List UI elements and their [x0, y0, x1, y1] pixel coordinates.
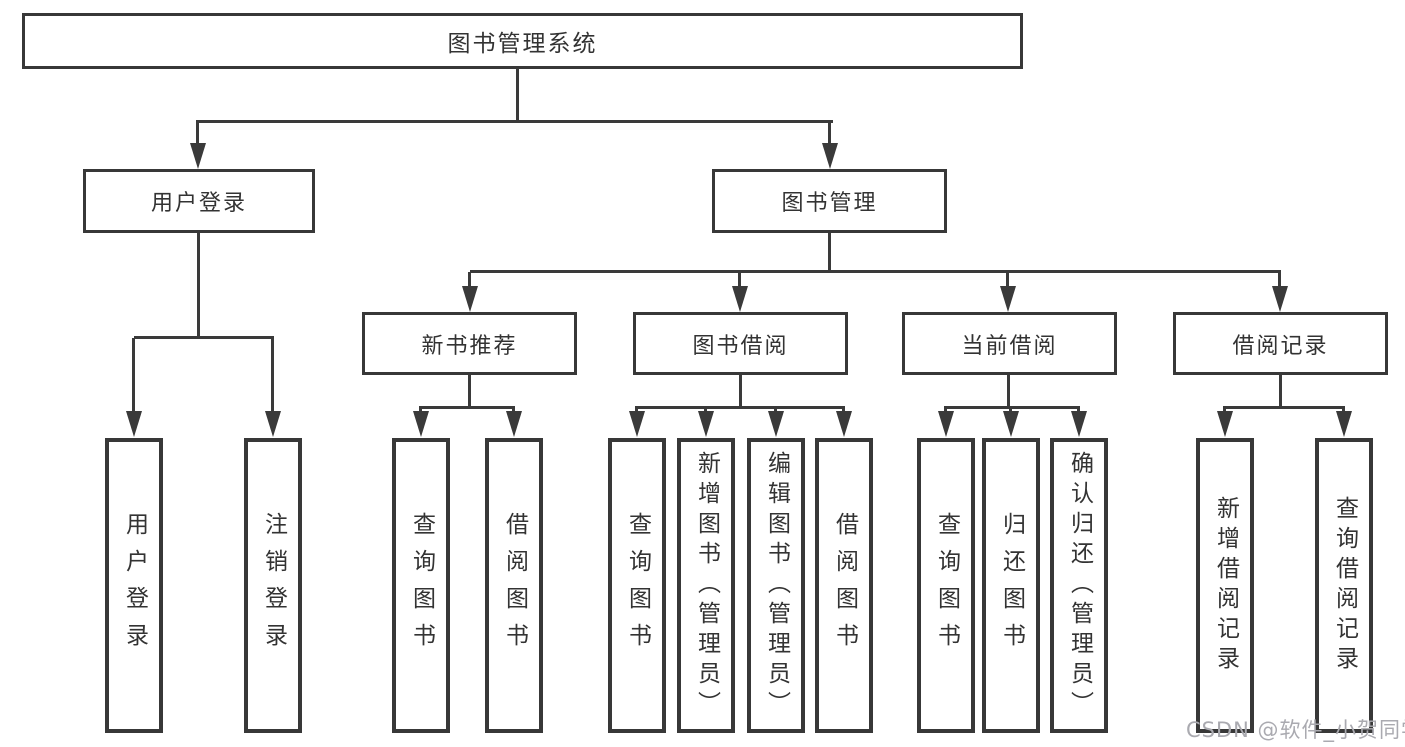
connector-stub — [196, 122, 199, 146]
connector-stub — [842, 406, 845, 413]
arrow-down-icon — [506, 411, 522, 437]
leaf-label: 编辑图书（管理员） — [763, 450, 790, 721]
connector-vline — [739, 375, 742, 406]
arrow-down-icon — [768, 411, 784, 437]
node-label: 图书管理系统 — [447, 31, 598, 57]
arrow-down-icon — [1217, 411, 1233, 437]
leaf-label: 查询图书 — [624, 511, 651, 660]
arrow-down-icon — [413, 411, 429, 437]
connector-hline — [637, 406, 845, 409]
leaf-label: 查询借阅记录 — [1331, 495, 1358, 676]
node-book-borrowing: 图书借阅 — [633, 312, 848, 375]
node-label: 图书借阅 — [692, 333, 789, 359]
leaf-user-login: 用户登录 — [105, 438, 163, 733]
arrow-down-icon — [190, 143, 206, 169]
connector-stub — [1223, 406, 1226, 413]
arrow-down-icon — [836, 411, 852, 437]
connector-vline — [1279, 375, 1282, 406]
connector-vline — [516, 68, 519, 121]
arrow-down-icon — [462, 286, 478, 312]
leaf-label: 借阅图书 — [831, 511, 858, 660]
leaf-label: 注销登录 — [260, 511, 287, 660]
arrow-down-icon — [1071, 411, 1087, 437]
connector-stub — [419, 406, 422, 413]
node-label: 新书推荐 — [421, 333, 518, 359]
node-current-borrowing: 当前借阅 — [902, 312, 1117, 375]
arrow-down-icon — [938, 411, 954, 437]
connector-stub — [132, 338, 135, 412]
node-library-management-system: 图书管理系统 — [22, 13, 1023, 69]
arrow-down-icon — [1003, 411, 1019, 437]
leaf-borrow-books: 借阅图书 — [815, 438, 873, 733]
connector-stub — [1342, 406, 1345, 413]
node-book-management: 图书管理 — [712, 169, 947, 233]
connector-hline — [196, 120, 833, 123]
arrow-down-icon — [1336, 411, 1352, 437]
connector-stub — [1278, 272, 1281, 287]
node-new-book-recommendation: 新书推荐 — [362, 312, 577, 375]
node-label: 图书管理 — [781, 191, 878, 216]
connector-stub — [1009, 406, 1012, 413]
connector-vline — [828, 233, 831, 270]
arrow-down-icon — [732, 286, 748, 312]
leaf-logout: 注销登录 — [244, 438, 302, 733]
connector-hline — [1225, 406, 1344, 409]
leaf-label: 新增图书（管理员） — [693, 450, 720, 721]
leaf-label: 新增借阅记录 — [1212, 495, 1239, 676]
leaf-add-book-admin: 新增图书（管理员） — [677, 438, 735, 733]
node-borrowing-records: 借阅记录 — [1173, 312, 1388, 375]
leaf-return-book: 归还图书 — [982, 438, 1040, 733]
leaf-confirm-return-admin: 确认归还（管理员） — [1050, 438, 1108, 733]
connector-stub — [468, 272, 471, 287]
leaf-borrow-books-recommend: 借阅图书 — [485, 438, 543, 733]
node-label: 当前借阅 — [961, 333, 1058, 359]
connector-stub — [1006, 272, 1009, 287]
node-label: 用户登录 — [150, 191, 247, 216]
arrow-down-icon — [126, 411, 142, 437]
leaf-query-books-current: 查询图书 — [917, 438, 975, 733]
leaf-label: 归还图书 — [998, 511, 1025, 660]
connector-stub — [635, 406, 638, 413]
leaf-query-books-borrowing: 查询图书 — [608, 438, 666, 733]
leaf-query-books-recommend: 查询图书 — [392, 438, 450, 733]
connector-vline — [468, 375, 471, 406]
connector-stub — [512, 406, 515, 413]
leaf-label: 查询图书 — [408, 511, 435, 660]
connector-hline — [946, 406, 1080, 409]
leaf-label: 借阅图书 — [501, 511, 528, 660]
connector-hline — [420, 406, 515, 409]
connector-stub — [271, 338, 274, 412]
connector-vline — [197, 233, 200, 336]
connector-stub — [828, 122, 831, 146]
leaf-edit-book-admin: 编辑图书（管理员） — [747, 438, 805, 733]
connector-stub — [738, 272, 741, 287]
connector-stub — [774, 406, 777, 413]
connector-vline — [1007, 375, 1010, 406]
watermark: CSDN @软件_小贺同学 — [1186, 718, 1405, 742]
leaf-query-borrow-record: 查询借阅记录 — [1315, 438, 1373, 733]
arrow-down-icon — [822, 143, 838, 169]
leaf-label: 用户登录 — [121, 511, 148, 660]
connector-stub — [944, 406, 947, 413]
arrow-down-icon — [1000, 286, 1016, 312]
leaf-add-borrow-record: 新增借阅记录 — [1196, 438, 1254, 733]
connector-stub — [704, 406, 707, 413]
connector-hline — [470, 270, 1281, 273]
node-label: 借阅记录 — [1232, 333, 1329, 359]
node-user-login: 用户登录 — [83, 169, 315, 233]
leaf-label: 确认归还（管理员） — [1066, 450, 1093, 721]
arrow-down-icon — [629, 411, 645, 437]
arrow-down-icon — [1272, 286, 1288, 312]
arrow-down-icon — [265, 411, 281, 437]
connector-hline — [134, 336, 274, 339]
arrow-down-icon — [698, 411, 714, 437]
leaf-label: 查询图书 — [933, 511, 960, 660]
connector-stub — [1077, 406, 1080, 413]
